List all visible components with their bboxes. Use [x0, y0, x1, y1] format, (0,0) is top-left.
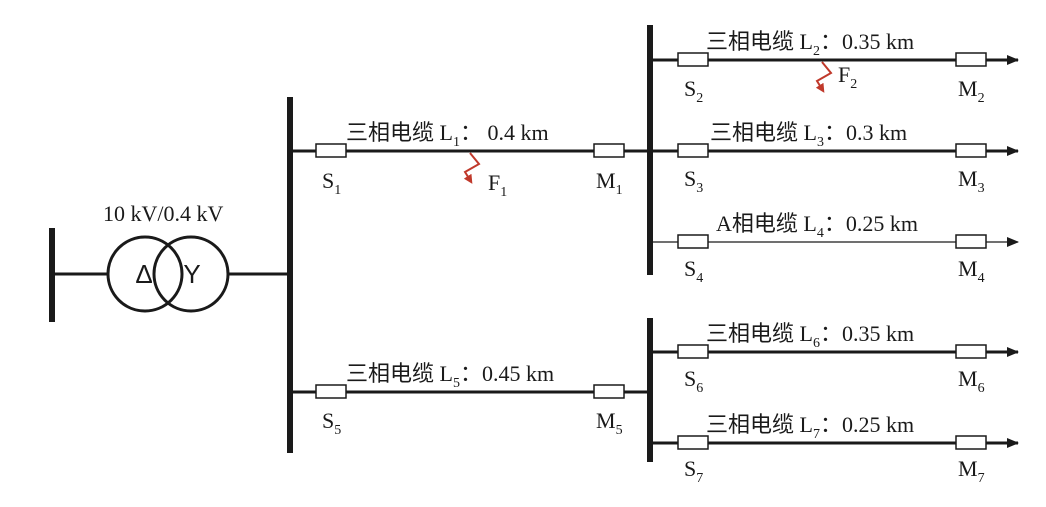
sensor-M2 [955, 52, 987, 67]
cable-L7: 三相电缆 L7：0.25 km S7 M7 [650, 412, 1019, 486]
node-label-M3: M3 [958, 166, 985, 196]
cable-L6: 三相电缆 L6：0.35 km S6 M6 [650, 321, 1019, 396]
node-label-S7: S7 [684, 456, 703, 486]
fault-F1: F1 [463, 152, 507, 200]
sensor-M7 [955, 435, 987, 450]
cable-label-L4: A相电缆 L4：0.25 km [716, 211, 918, 241]
sensor-S5 [315, 384, 347, 399]
node-label-S1: S1 [322, 168, 341, 198]
cable-L5: 三相电缆 L5：0.45 km S5 M5 [290, 361, 650, 438]
node-label-S3: S3 [684, 166, 703, 196]
node-label-M7: M7 [958, 456, 985, 486]
cable-label-L3: 三相电缆 L3：0.3 km [710, 120, 907, 150]
cable-label-L5: 三相电缆 L5：0.45 km [346, 361, 554, 391]
cable-L3: 三相电缆 L3：0.3 km S3 M3 [650, 120, 1019, 196]
fault-F2: F2 [815, 61, 857, 93]
cable-L4: A相电缆 L4：0.25 km S4 M4 [650, 211, 1019, 286]
node-label-M4: M4 [958, 256, 985, 286]
node-label-M6: M6 [958, 366, 985, 396]
sensor-M4 [955, 234, 987, 249]
transformer-rating: 10 kV/0.4 kV [103, 201, 224, 226]
node-label-S5: S5 [322, 408, 341, 438]
fault-label-F2: F2 [838, 62, 857, 92]
cable-label-L1: 三相电缆 L1： 0.4 km [346, 120, 549, 150]
sensor-M1 [593, 143, 625, 158]
transformer: Δ Y 10 kV/0.4 kV [52, 201, 290, 313]
sensor-M3 [955, 143, 987, 158]
sensor-S4 [677, 234, 709, 249]
cable-L2: 三相电缆 L2：0.35 km S2 M2 [650, 29, 1019, 106]
cable-label-L7: 三相电缆 L7：0.25 km [706, 412, 914, 442]
sensor-S7 [677, 435, 709, 450]
sensor-S2 [677, 52, 709, 67]
sensor-S6 [677, 344, 709, 359]
node-label-S4: S4 [684, 256, 703, 286]
node-label-S6: S6 [684, 366, 703, 396]
cable-label-L2: 三相电缆 L2：0.35 km [706, 29, 914, 59]
transformer-delta-symbol: Δ [135, 259, 152, 289]
node-label-S2: S2 [684, 76, 703, 106]
sensor-M5 [593, 384, 625, 399]
cable-label-L6: 三相电缆 L6：0.35 km [706, 321, 914, 351]
sensor-M6 [955, 344, 987, 359]
fault-label-F1: F1 [488, 170, 507, 200]
node-label-M2: M2 [958, 76, 985, 106]
sensor-S3 [677, 143, 709, 158]
node-label-M5: M5 [596, 408, 623, 438]
node-label-M1: M1 [596, 168, 623, 198]
cable-L1: 三相电缆 L1： 0.4 km S1 M1 [290, 120, 650, 198]
sensor-S1 [315, 143, 347, 158]
transformer-wye-symbol: Y [183, 259, 200, 289]
